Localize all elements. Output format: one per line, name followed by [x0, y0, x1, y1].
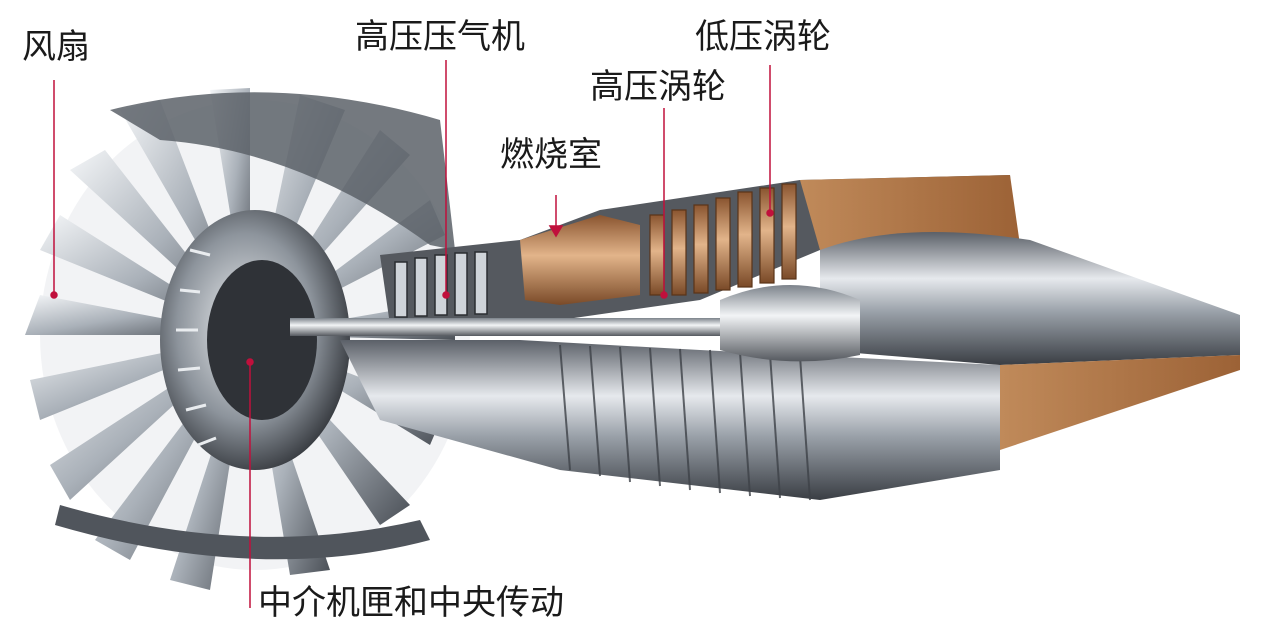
- label-fan: 风扇: [22, 27, 90, 67]
- label-hp-turbine: 高压涡轮: [590, 67, 726, 107]
- leader-lines: [50, 60, 774, 608]
- lp-turbine-casing: [800, 175, 1020, 250]
- label-combustor: 燃烧室: [500, 135, 602, 175]
- compressor-stages: [394, 251, 488, 318]
- label-intermediate-case: 中介机匣和中央传动: [258, 583, 564, 623]
- combustor-section: [520, 215, 640, 305]
- exhaust-cone-copper: [1000, 355, 1240, 450]
- central-shaft: [290, 318, 760, 336]
- label-lp-turbine: 低压涡轮: [695, 17, 831, 57]
- label-hp-compressor: 高压压气机: [355, 17, 525, 57]
- turbine-stages: [649, 183, 797, 296]
- casing-ribs: [559, 344, 811, 501]
- exhaust-plug: [720, 285, 860, 362]
- exhaust-nozzle: [820, 232, 1240, 365]
- core-casing-lower: [340, 340, 1000, 500]
- fan-case: [110, 92, 455, 250]
- fan-hub-teeth: [176, 248, 217, 447]
